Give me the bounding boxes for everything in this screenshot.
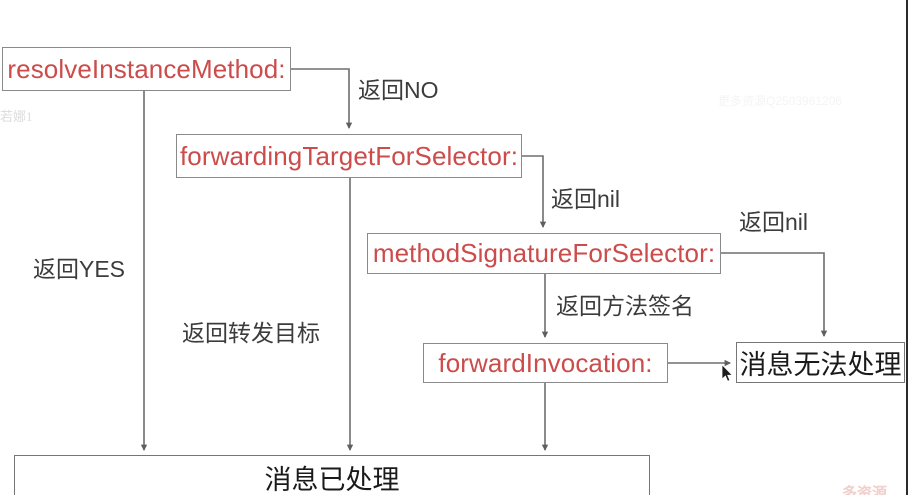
page-edge-right bbox=[906, 0, 908, 495]
edge-label-return-no: 返回NO bbox=[358, 77, 439, 103]
edge-label-return-yes: 返回YES bbox=[33, 256, 126, 282]
edge-forwarding-to-signature bbox=[522, 155, 547, 228]
node-message-unhandled[interactable]: 消息无法处理 bbox=[736, 342, 905, 383]
node-message-handled[interactable]: 消息已处理 bbox=[14, 455, 650, 495]
node-forward-invocation[interactable]: forwardInvocation: bbox=[423, 343, 668, 383]
node-forwarding-target-for-selector[interactable]: forwardingTargetForSelector: bbox=[176, 134, 522, 178]
edge-resolve-to-forwarding bbox=[291, 68, 353, 129]
edge-signature-to-unhandled bbox=[721, 252, 828, 337]
watermark-bottom: 多资源 bbox=[842, 485, 888, 495]
edge-label-return-nil-2: 返回nil bbox=[739, 209, 809, 235]
edge-label-return-nil-1: 返回nil bbox=[551, 186, 621, 212]
node-resolve-instance-method[interactable]: resolveInstanceMethod: bbox=[2, 47, 291, 91]
edge-label-return-method-signature: 返回方法签名 bbox=[556, 293, 694, 319]
watermark-left: 若娜1 bbox=[0, 109, 33, 124]
edge-label-return-forwarding-target: 返回转发目标 bbox=[182, 320, 320, 346]
mouse-cursor-icon bbox=[721, 364, 734, 382]
node-method-signature-for-selector[interactable]: methodSignatureForSelector: bbox=[367, 233, 721, 274]
watermark-right: 更多资源Q2503961206 bbox=[718, 94, 843, 108]
